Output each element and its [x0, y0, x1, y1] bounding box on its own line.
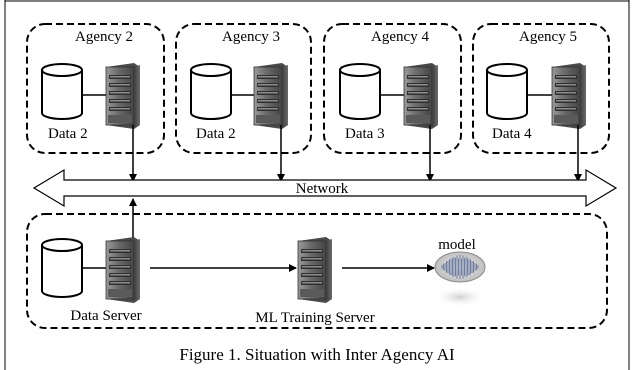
server-icon [253, 63, 288, 129]
agency-title: Agency 4 [371, 29, 429, 45]
ml-training-server-label: ML Training Server [255, 310, 374, 326]
agency-title: Agency 2 [75, 29, 133, 45]
local-agency-box [26, 213, 608, 329]
server-icon [403, 63, 438, 129]
agency-group: Agency 2 Data 2 [26, 23, 165, 154]
agency-box [26, 23, 165, 154]
ml-training-server-icon [297, 237, 332, 303]
server-icon [551, 63, 586, 129]
agency-title: Agency 3 [222, 29, 280, 45]
database-icon [190, 63, 232, 120]
data-label: Data 4 [492, 126, 532, 142]
database-icon [339, 63, 381, 120]
agency-box [323, 23, 462, 154]
data-server-icon [105, 237, 140, 303]
agency-box [175, 23, 312, 154]
agency-group: Agency 5 Data 4 [472, 23, 610, 154]
local-database-icon [41, 238, 83, 298]
model-shadow [434, 287, 486, 307]
network-arrow: Network [32, 168, 618, 208]
agency-box [472, 23, 610, 154]
model-icon [434, 251, 486, 307]
data-server-label: Data Server [70, 308, 141, 324]
agency-group: Agency 3 Data 2 [175, 23, 312, 154]
database-icon [41, 63, 83, 120]
data-label: Data 2 [48, 126, 88, 142]
agency-group: Agency 4 Data 3 [323, 23, 462, 154]
database-icon [486, 63, 528, 120]
network-label: Network [296, 181, 349, 197]
server-icon [105, 63, 140, 129]
model-label: model [438, 237, 476, 253]
figure-caption: Figure 1. Situation with Inter Agency AI [179, 345, 455, 364]
data-label: Data 3 [345, 126, 385, 142]
data-label: Data 2 [196, 126, 236, 142]
agency-title: Agency 5 [519, 29, 577, 45]
